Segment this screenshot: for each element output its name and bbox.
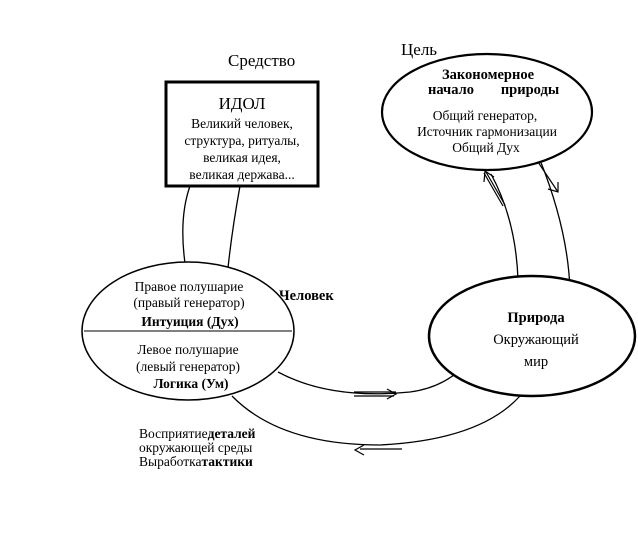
idol-line-3: великая идея, bbox=[203, 150, 281, 165]
right-generator-label: (правый генератор) bbox=[133, 295, 244, 310]
goal-ellipse bbox=[380, 52, 594, 172]
caption-perception: Восприятие bbox=[139, 426, 208, 441]
left-generator-label: (левый генератор) bbox=[136, 359, 240, 374]
nature-ellipse bbox=[427, 274, 637, 398]
caption-line-1: Восприятиедеталей bbox=[139, 426, 256, 441]
human-label: Человек bbox=[279, 288, 334, 304]
goal-nature-arc-inner bbox=[490, 173, 519, 281]
arrow-to-goal bbox=[483, 169, 506, 207]
caption-tactics: тактики bbox=[202, 454, 254, 469]
arrow-to-nature bbox=[354, 388, 398, 400]
right-hemisphere-label: Правое полушарие bbox=[135, 279, 244, 294]
idol-box bbox=[164, 80, 320, 188]
caption-details: деталей bbox=[208, 426, 256, 441]
left-hemisphere-label: Левое полушарие bbox=[137, 342, 238, 357]
idol-human-arc-inner bbox=[227, 185, 241, 269]
goal-title-1: Закономерное bbox=[442, 67, 535, 83]
goal-label: Цель bbox=[401, 40, 437, 59]
arrow-to-human bbox=[353, 444, 402, 456]
intuition-label: Интуиция (Дух) bbox=[141, 314, 238, 329]
idol-human-arc-outer bbox=[182, 185, 191, 271]
logic-label: Логика (Ум) bbox=[153, 376, 228, 391]
caption-line-3: Выработкатактики bbox=[139, 454, 253, 469]
idol-title: ИДОЛ bbox=[219, 94, 266, 113]
goal-line-2: Источник гармонизации bbox=[417, 124, 557, 139]
goal-title-2b: природы bbox=[501, 82, 559, 98]
nature-line-2: мир bbox=[524, 354, 548, 370]
connectors bbox=[182, 159, 571, 446]
goal-line-3: Общий Дух bbox=[452, 140, 520, 155]
caption-line-2: окружающей среды bbox=[139, 440, 252, 455]
arrows bbox=[353, 161, 559, 456]
idol-line-4: великая держава... bbox=[189, 167, 294, 182]
nature-title: Природа bbox=[507, 310, 565, 326]
human-nature-arc-inner bbox=[277, 369, 461, 395]
means-label: Средство bbox=[228, 51, 295, 70]
idol-line-2: структура, ритуалы, bbox=[184, 133, 299, 148]
goal-title-2a: начало bbox=[428, 82, 474, 98]
idol-line-1: Великий человек, bbox=[191, 116, 293, 131]
goal-line-1: Общий генератор, bbox=[433, 108, 537, 123]
human-nature-arc-outer bbox=[231, 395, 521, 446]
caption-elaboration: Выработка bbox=[139, 454, 202, 469]
goal-nature-arc-outer bbox=[539, 159, 571, 291]
nature-line-1: Окружающий bbox=[493, 332, 579, 348]
arrow-from-goal bbox=[537, 161, 559, 193]
